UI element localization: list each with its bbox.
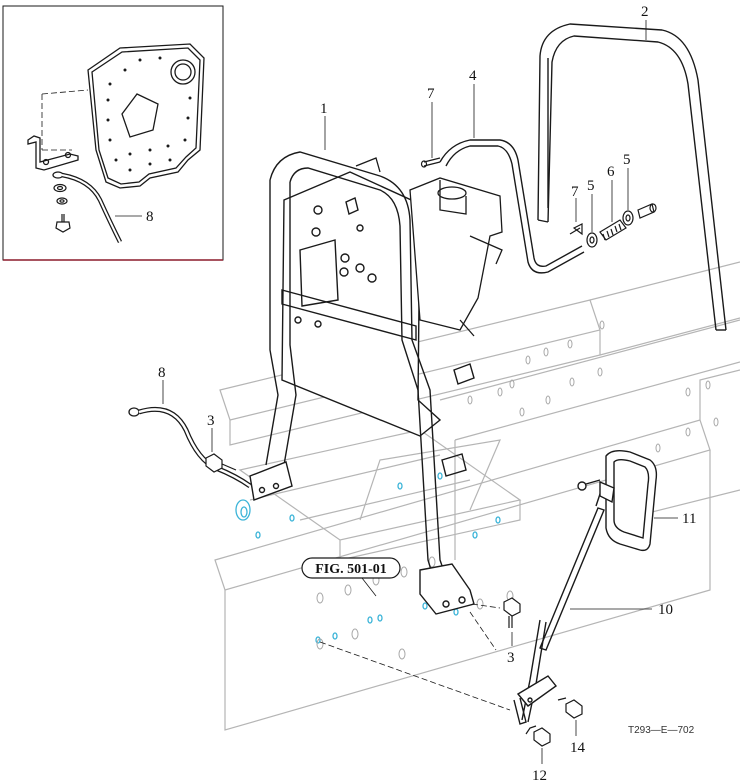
cotter-pin-item-7-top: [420, 157, 441, 168]
detail-inset: 8: [2, 5, 224, 261]
bolt-item-3-upper: [205, 453, 237, 473]
callout-7-right: 7: [571, 184, 579, 200]
rod-item-4: [439, 139, 585, 274]
bolt-item-3-lower: [503, 597, 521, 628]
callout-4: 4: [469, 68, 477, 84]
bolt-item-12: [525, 725, 551, 747]
callout-3-upper: 3: [207, 413, 215, 429]
inset-washers: [53, 183, 68, 205]
intake-box: [355, 157, 503, 337]
inset-bracket: [27, 135, 79, 171]
figure-reference: FIG. 501-01: [301, 557, 401, 597]
hoop-item-2: [537, 23, 727, 331]
callout-7-top: 7: [427, 86, 435, 102]
pin-hardware-set: [569, 203, 657, 248]
frame-bolt-holes: [316, 320, 719, 660]
figure-reference-label: FIG. 501-01: [315, 562, 387, 577]
mounting-plate: [87, 43, 205, 189]
callout-1: 1: [320, 101, 328, 117]
callout-10: 10: [658, 602, 673, 618]
chassis-frame: [214, 261, 740, 731]
frame-holes: [235, 472, 501, 644]
callout-11: 11: [682, 511, 696, 527]
mirror-item-11: [577, 449, 658, 552]
inset-bolt: [55, 214, 71, 233]
callout-8-main: 8: [158, 365, 166, 381]
callout-6: 6: [607, 164, 615, 180]
callout-3-lower: 3: [507, 650, 515, 666]
callout-5-right: 5: [623, 152, 631, 168]
callout-5-left: 5: [587, 178, 595, 194]
guard-frame-item-1: [249, 151, 475, 615]
cable-item-8: [128, 406, 252, 489]
inset-cable: [52, 171, 123, 244]
callout-2: 2: [641, 4, 649, 20]
callout-8-inset: 8: [146, 209, 154, 225]
bolt-item-14: [557, 697, 583, 719]
drawing-code: T293—E—702: [628, 725, 695, 736]
mirror-arm-item-10: [513, 487, 605, 725]
callout-14: 14: [570, 740, 586, 756]
callout-12: 12: [532, 768, 547, 784]
